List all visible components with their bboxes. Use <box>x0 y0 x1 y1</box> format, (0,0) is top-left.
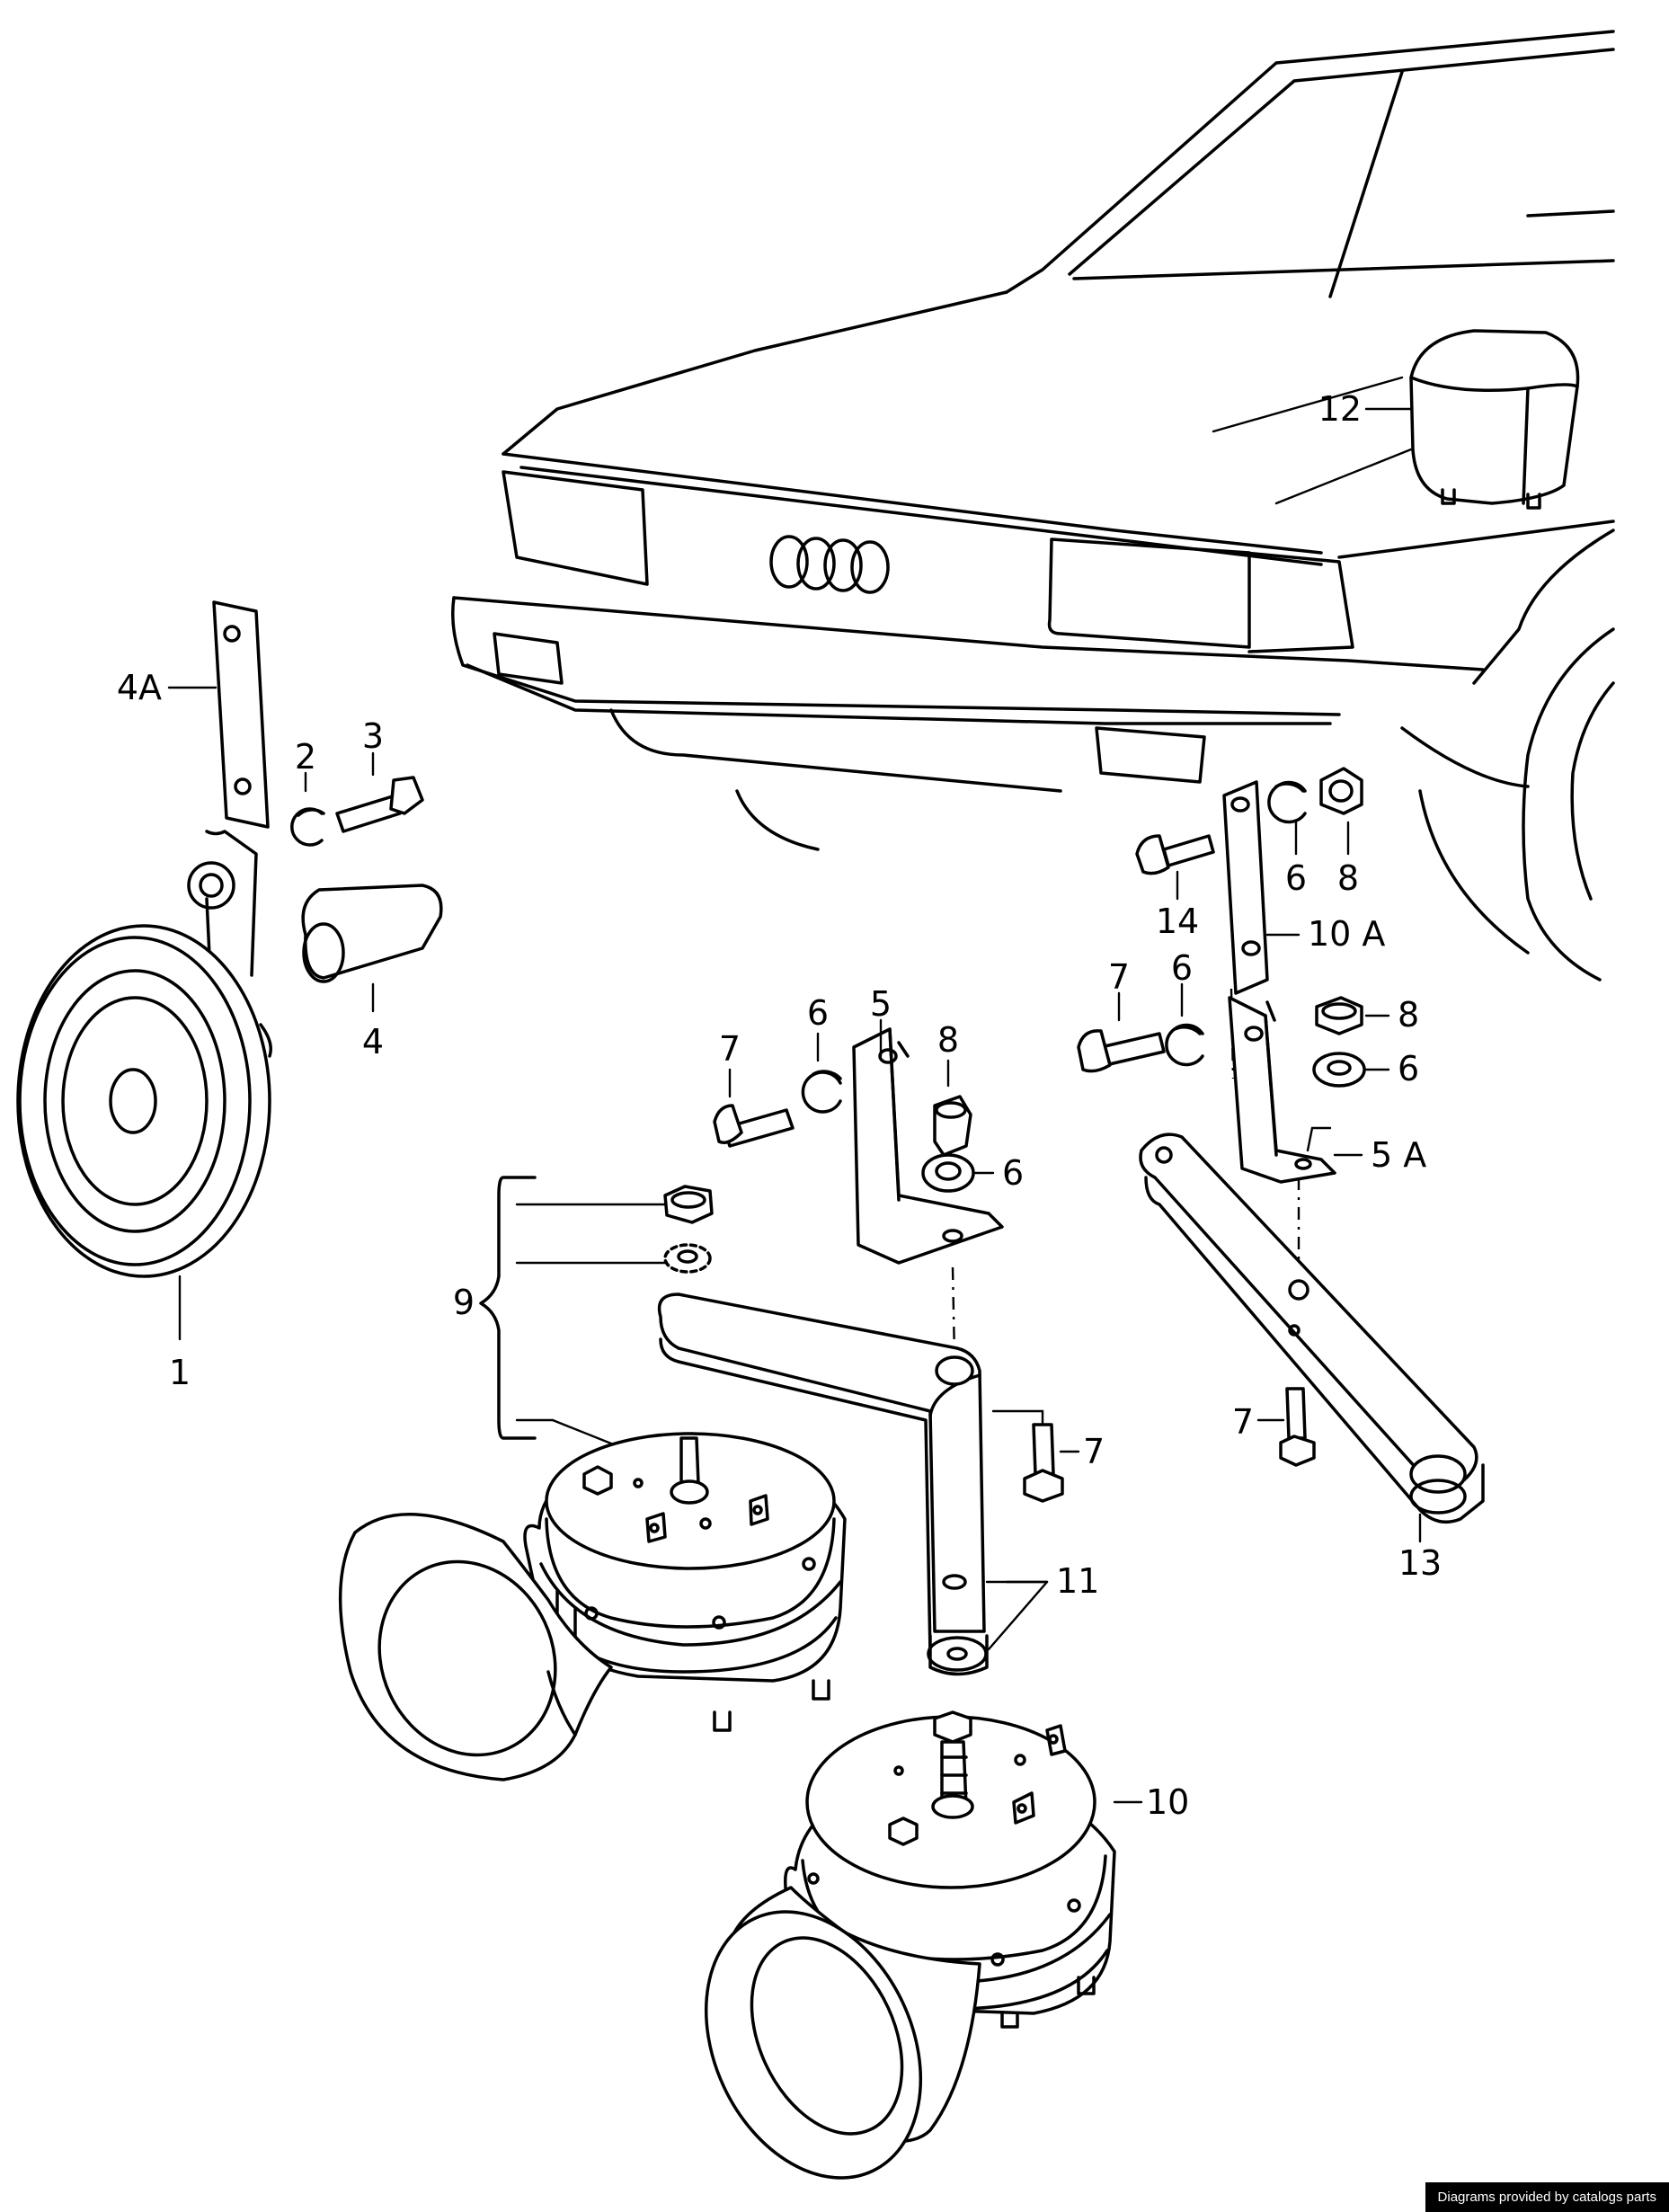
kit-9-bracket <box>479 1176 667 1449</box>
nut-8-upper-right <box>1319 767 1363 856</box>
label-6-upper-right: 6 <box>1285 858 1307 898</box>
horn-1 <box>16 830 272 1341</box>
label-5: 5 <box>870 984 892 1024</box>
label-8-right: 8 <box>1398 995 1419 1035</box>
label-10: 10 <box>1146 1782 1189 1822</box>
bolt-7-right <box>1077 991 1166 1073</box>
nut-8-right <box>1315 996 1390 1035</box>
washer-6-right <box>1312 1052 1390 1088</box>
label-7-right: 7 <box>1108 957 1130 997</box>
bolt-7-lower-right <box>1256 1387 1316 1467</box>
bolt-3 <box>335 751 424 833</box>
label-4a: 4A <box>117 668 162 707</box>
label-12: 12 <box>1318 389 1362 429</box>
washer-6 <box>801 1032 842 1114</box>
bracket-10a <box>1222 780 1301 995</box>
horn-10 <box>704 1710 1143 2180</box>
bracket-5a <box>1228 996 1363 1184</box>
nut-9 <box>663 1185 714 1224</box>
label-2: 2 <box>295 737 316 777</box>
bracket-4a <box>167 600 270 829</box>
label-7-bracket-11: 7 <box>1083 1432 1105 1471</box>
label-5a: 5 A <box>1371 1135 1426 1175</box>
nut-8 <box>933 1059 972 1157</box>
label-6-mid-right: 6 <box>1171 948 1193 988</box>
label-10a: 10 A <box>1308 914 1385 954</box>
washer-6-mid-right <box>1165 982 1204 1067</box>
protective-cap-4 <box>301 884 443 1013</box>
bracket-11 <box>657 1293 1049 1676</box>
washer-2 <box>290 771 325 847</box>
label-1: 1 <box>169 1353 191 1392</box>
label-6-center-lower: 6 <box>1002 1153 1024 1193</box>
horn-9 <box>338 1432 847 1781</box>
bracket-5 <box>852 1018 1004 1265</box>
label-6-right: 6 <box>1398 1049 1419 1088</box>
bolt-7-center <box>991 1409 1080 1503</box>
horn-relay-12 <box>1364 329 1580 510</box>
label-6-center: 6 <box>807 993 829 1033</box>
label-11: 11 <box>1056 1561 1099 1601</box>
label-7-center: 7 <box>719 1029 741 1069</box>
label-3: 3 <box>362 716 384 756</box>
washer-6-lower <box>921 1153 995 1193</box>
label-13: 13 <box>1398 1543 1442 1583</box>
part-number-labels: 1 2 3 4 4A 5 5 A 6 6 6 6 6 6 7 7 7 7 8 8… <box>117 389 1442 1822</box>
support-bar-13 <box>1139 1133 1485 1543</box>
lock-washer-9 <box>663 1243 712 1274</box>
washer-6-upper-right <box>1267 780 1307 856</box>
label-8-upper-right: 8 <box>1337 858 1359 898</box>
diagram-credit-footer: Diagrams provided by catalogs parts <box>1425 2182 1669 2212</box>
label-7-lower-right: 7 <box>1232 1402 1254 1442</box>
label-4: 4 <box>362 1022 384 1062</box>
label-9: 9 <box>453 1283 475 1322</box>
label-14: 14 <box>1156 902 1199 941</box>
car-body-outline <box>451 30 1615 982</box>
bolt-14 <box>1135 834 1215 901</box>
bolt-7 <box>713 1068 795 1148</box>
label-8-center: 8 <box>937 1020 959 1060</box>
